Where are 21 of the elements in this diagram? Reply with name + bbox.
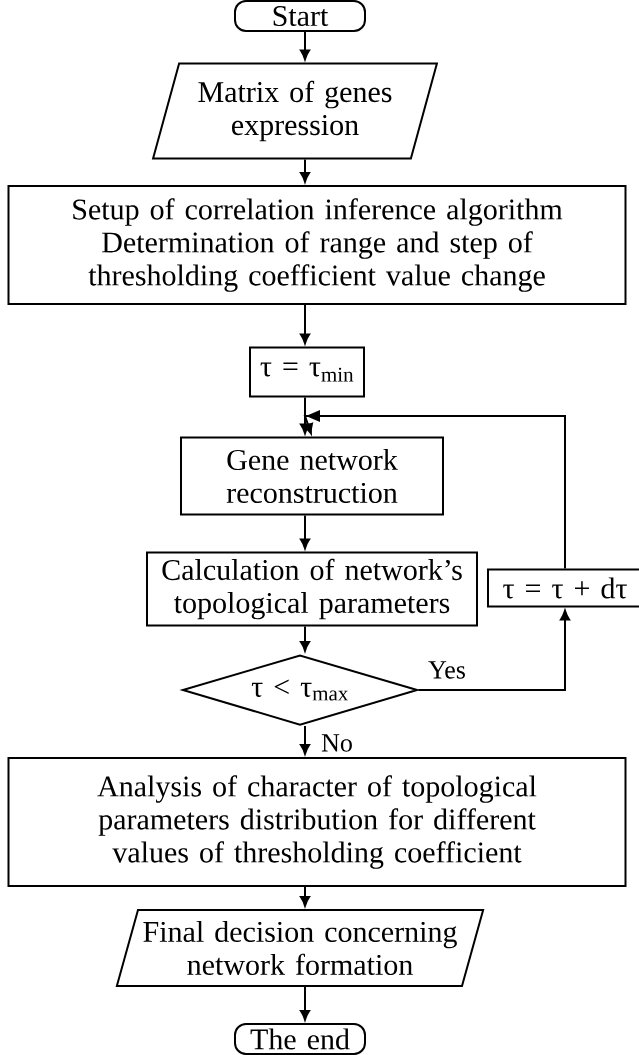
edge-label: Yes — [427, 660, 467, 680]
arrow — [417, 609, 571, 691]
arrow — [303, 410, 566, 570]
arrow — [299, 986, 311, 1021]
process-box: Analysis of character of topological parameters distribution for different values of thresholding coefficient — [7, 757, 627, 887]
process-box: Setup of correlation inference algorithm Determination of range and step of thresholding coefficient value change — [7, 185, 627, 305]
arrow — [299, 886, 311, 907]
edge-label: No — [320, 733, 354, 753]
terminal-box: The end — [234, 1023, 366, 1055]
process-box: τ = τ$_{min}$ — [249, 346, 365, 398]
arrow — [299, 725, 311, 755]
terminal-box: Start — [234, 0, 366, 32]
process-box: Calculation of network’s topological parameters — [146, 551, 478, 627]
arrow — [299, 625, 311, 652]
process-box: Gene network reconstruction — [180, 436, 444, 516]
arrow — [299, 158, 311, 183]
data-parallelogram: Final decision concerning network formation — [115, 909, 485, 987]
arrow — [299, 31, 311, 61]
process-box: τ = τ + dτ — [487, 568, 639, 608]
arrow — [299, 514, 311, 550]
arrow — [299, 304, 311, 345]
